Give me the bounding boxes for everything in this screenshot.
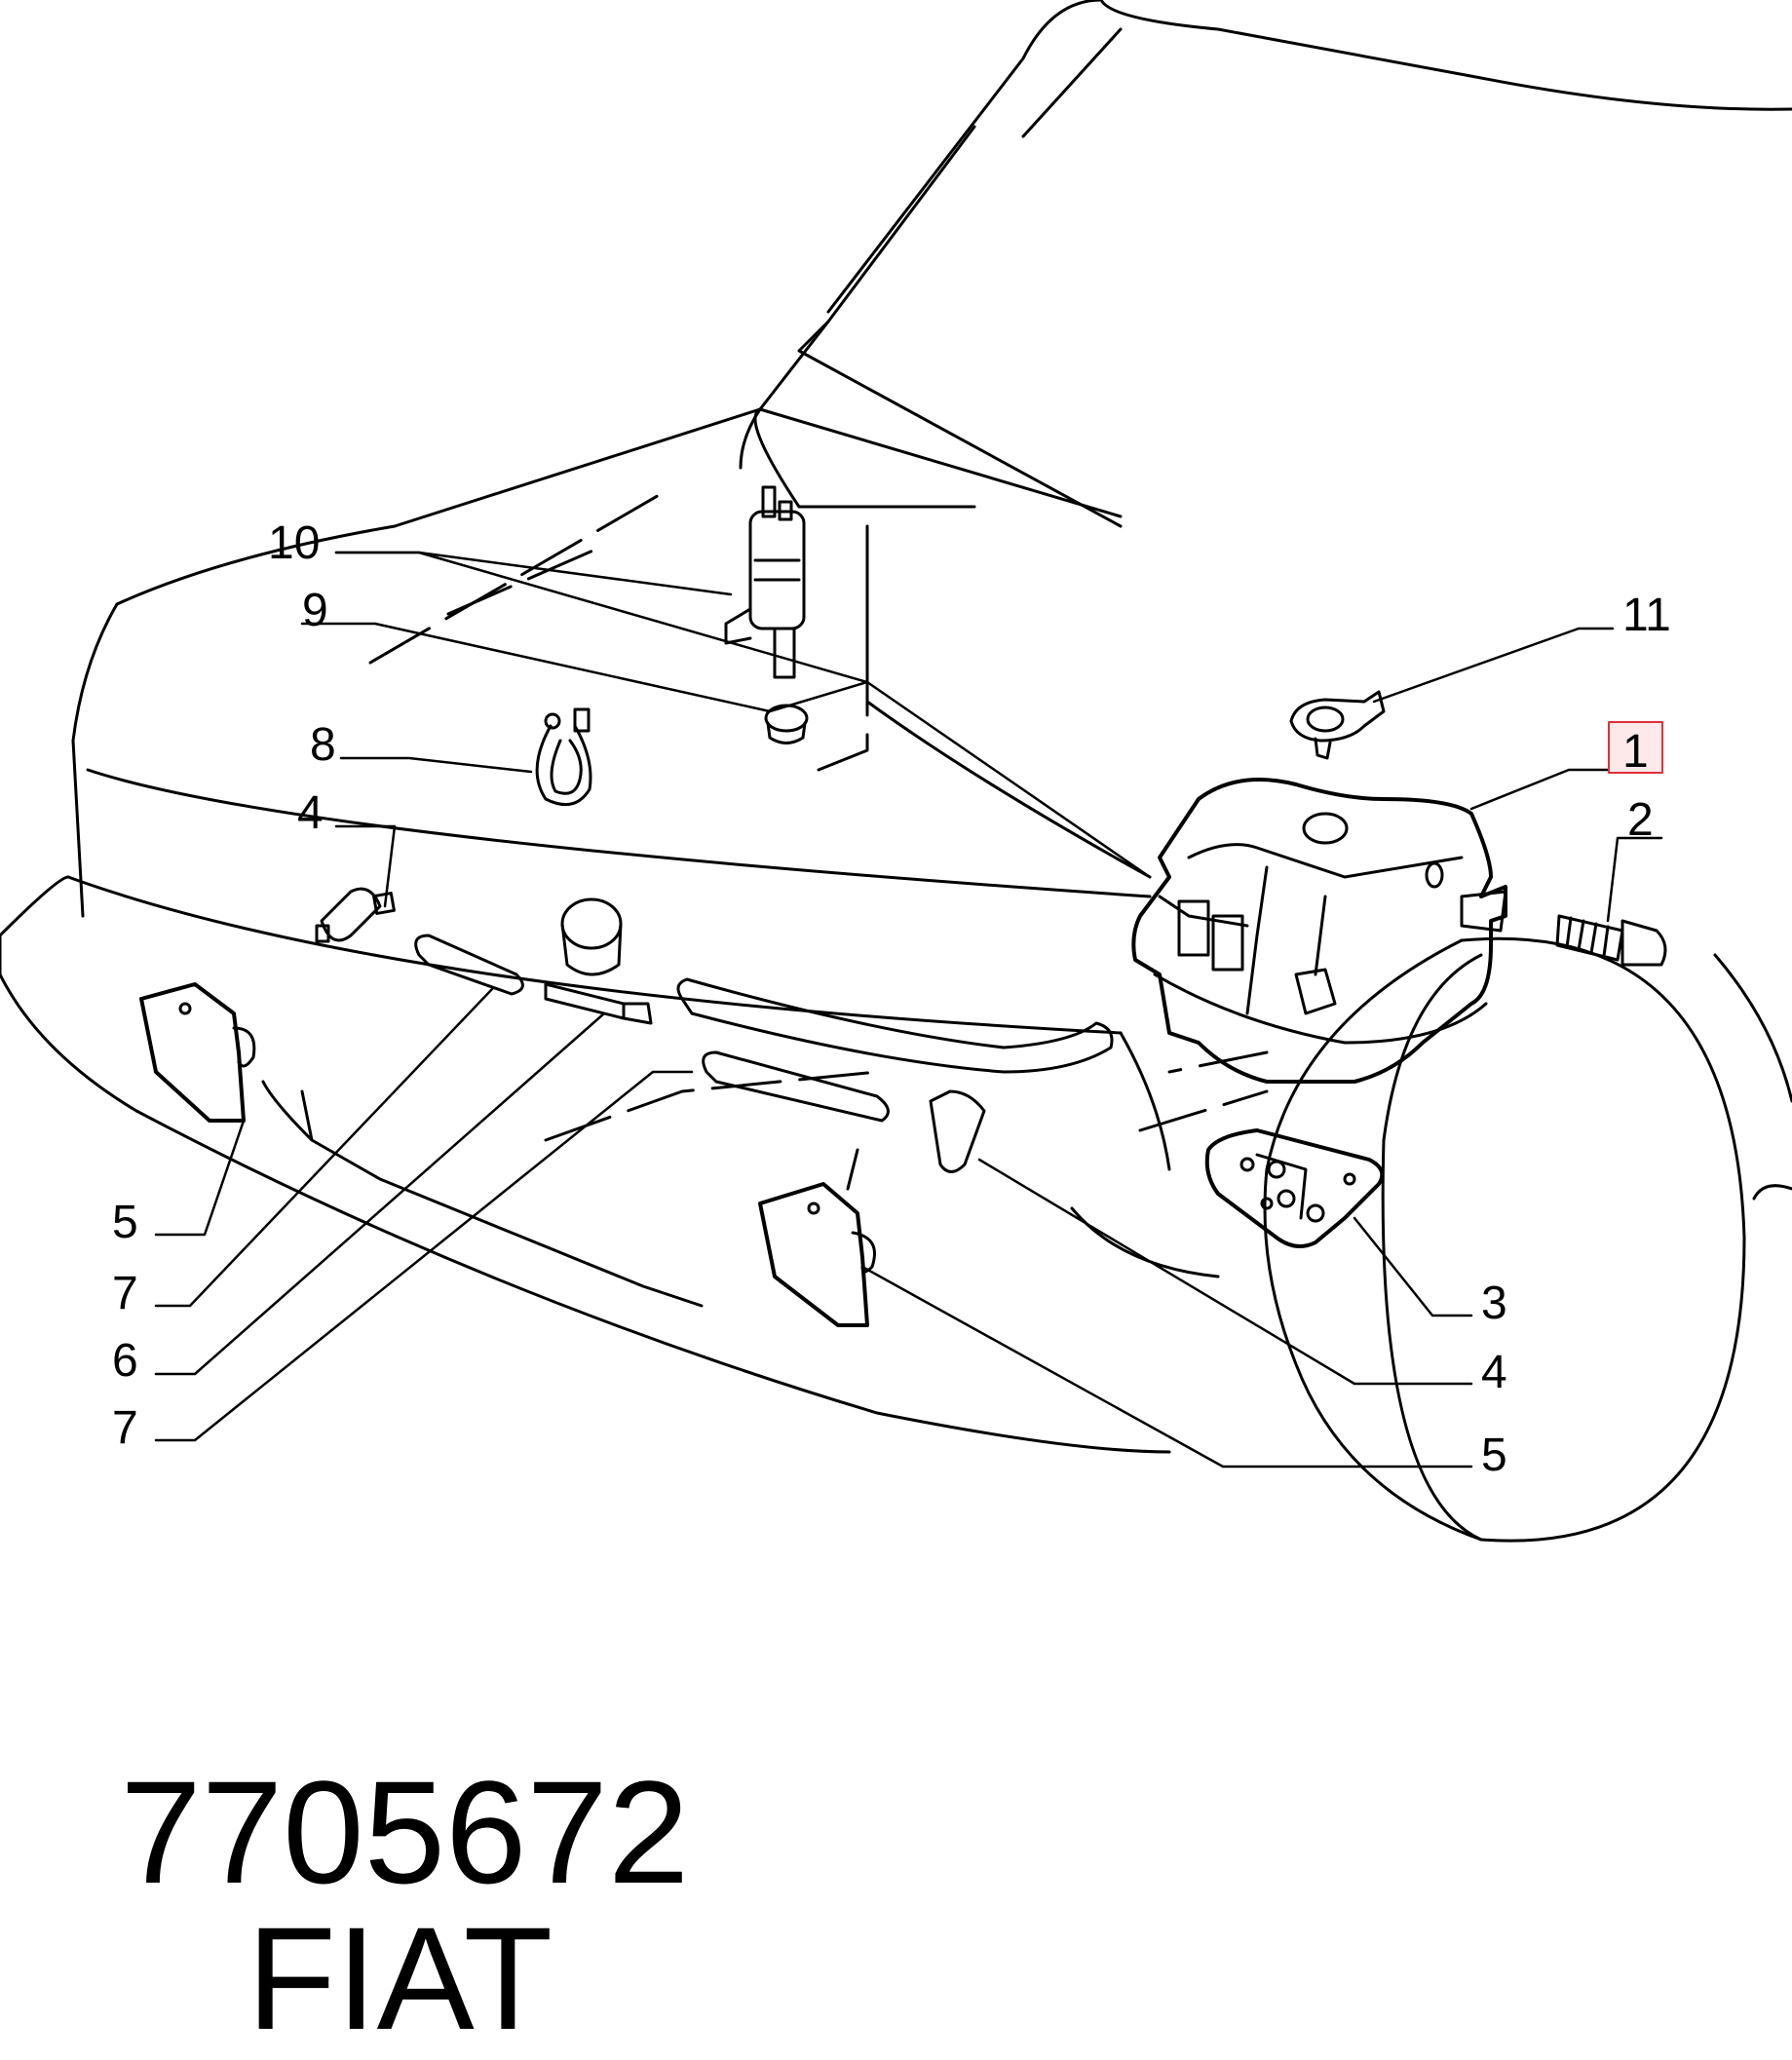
front-wheel bbox=[1263, 936, 1792, 1543]
callout-9: 9 bbox=[302, 585, 328, 636]
elbow-connector-right bbox=[929, 1089, 986, 1173]
car-body-outline bbox=[0, 0, 1792, 1454]
brand-name: FIAT bbox=[247, 1896, 553, 2060]
parts-diagram: 10 9 8 4 5 7 6 7 11 1 2 3 4 5 bbox=[0, 0, 1792, 1543]
callout-11: 11 bbox=[1622, 590, 1671, 641]
hose-long-lower bbox=[702, 1050, 890, 1123]
washer-nozzle-left bbox=[139, 982, 256, 1123]
callout-4-right: 4 bbox=[1481, 1347, 1507, 1398]
reservoir-bracket bbox=[1204, 1128, 1385, 1248]
reservoir-cap bbox=[1289, 690, 1386, 760]
hose-long-upper bbox=[676, 977, 1114, 1074]
leader-lines bbox=[154, 551, 1663, 1469]
callout-4-left: 4 bbox=[297, 787, 324, 839]
callout-1: 1 bbox=[1622, 726, 1649, 778]
callout-5-right: 5 bbox=[1481, 1430, 1507, 1481]
hose-short bbox=[414, 934, 524, 996]
check-valve bbox=[544, 897, 653, 1025]
callout-3: 3 bbox=[1481, 1278, 1507, 1329]
callout-1-highlight bbox=[1608, 721, 1663, 774]
washer-nozzle-right bbox=[758, 1182, 876, 1327]
callout-8: 8 bbox=[310, 719, 336, 771]
part-caption: 7705672 FIAT bbox=[39, 1613, 689, 2051]
washer-reservoir bbox=[1131, 778, 1507, 1084]
callout-10: 10 bbox=[268, 517, 320, 569]
callout-2: 2 bbox=[1627, 794, 1654, 846]
elbow-connector-left bbox=[315, 887, 396, 943]
callout-7-upper: 7 bbox=[112, 1268, 138, 1319]
mounting-screw bbox=[1555, 914, 1667, 967]
part-number: 7705672 bbox=[120, 1750, 690, 1914]
hose-clamp bbox=[535, 707, 592, 807]
hidden-lines bbox=[368, 485, 1269, 1191]
callout-6: 6 bbox=[112, 1335, 138, 1387]
callout-7-lower: 7 bbox=[112, 1402, 138, 1454]
washer-pump bbox=[724, 485, 806, 679]
callout-5-left: 5 bbox=[112, 1197, 138, 1248]
